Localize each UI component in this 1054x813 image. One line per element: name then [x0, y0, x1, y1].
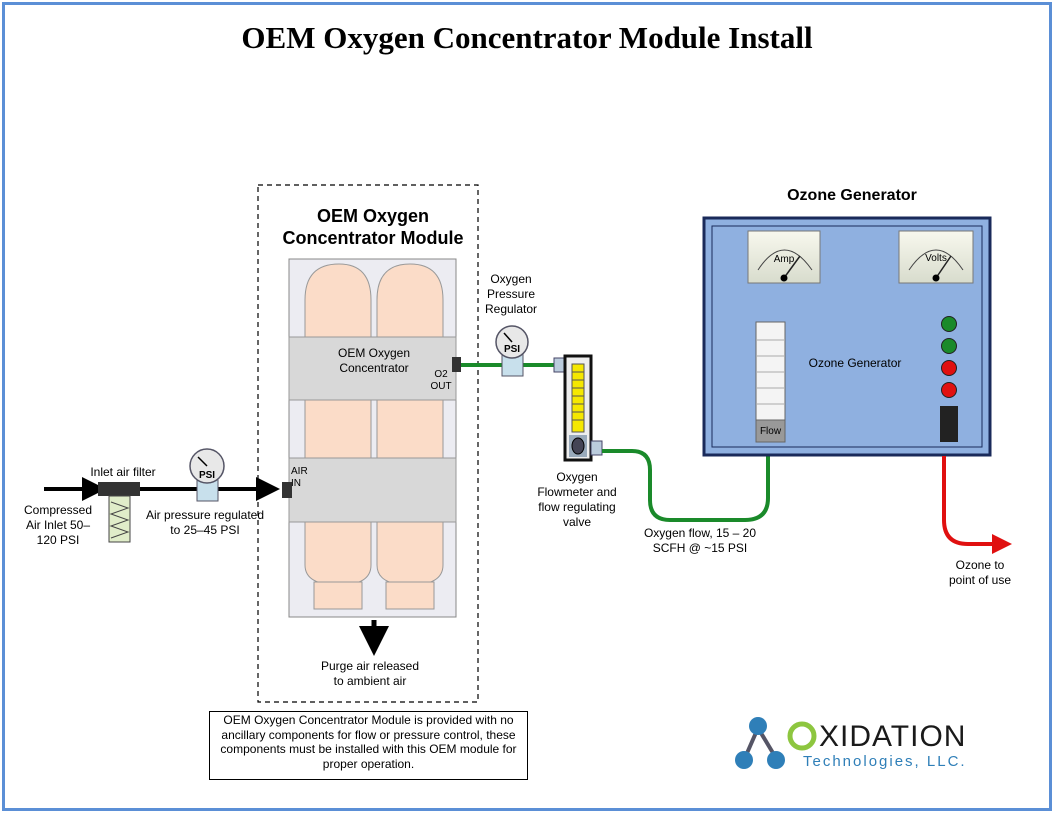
generator-power-switch	[940, 406, 958, 442]
oxygen-line-to-generator	[602, 449, 770, 522]
indicator-light-1	[941, 316, 957, 332]
air-in-port	[282, 482, 292, 498]
o2-out-label: O2 OUT	[430, 369, 452, 392]
flowmeter-label: Oxygen Flowmeter and flow regulating val…	[537, 470, 617, 529]
ozone-generator	[702, 216, 992, 457]
inlet-filter	[98, 482, 140, 543]
amp-label: Amp	[773, 254, 795, 265]
regulated-pressure-label: Air pressure regulated to 25–45 PSI	[145, 508, 265, 537]
diagram-title: OEM Oxygen Concentrator Module Install	[241, 20, 813, 55]
module-band-label: OEM Oxygen Concentrator	[337, 346, 411, 375]
volts-label: Volts	[925, 253, 947, 264]
inlet-filter-label: Inlet air filter	[90, 465, 156, 479]
ozone-output-line	[942, 456, 1012, 554]
module-dashed-boundary	[257, 184, 479, 703]
volts-meter	[898, 230, 974, 284]
regulator-gauge-text: PSI	[503, 344, 521, 355]
oxygen-regulator-gauge	[495, 325, 529, 377]
logo-wordmark: XIDATION	[819, 720, 967, 753]
module-heading: OEM Oxygen Concentrator Module	[282, 206, 464, 248]
indicator-light-2	[941, 338, 957, 354]
indicator-light-3	[941, 360, 957, 376]
indicator-lights	[941, 316, 957, 398]
flow-label: Flow	[759, 426, 782, 437]
o2-out-port	[452, 357, 461, 372]
inlet-gauge-text: PSI	[198, 470, 216, 481]
compressed-air-label: Compressed Air Inlet 50– 120 PSI	[23, 503, 93, 547]
oxygen-flow-label: Oxygen flow, 15 – 20 SCFH @ ~15 PSI	[643, 526, 757, 555]
oxygen-concentrator-module	[282, 258, 461, 618]
logo-subtitle: Technologies, LLC.	[803, 753, 967, 770]
regulator-label: Oxygen Pressure Regulator	[484, 272, 538, 316]
indicator-light-4	[941, 382, 957, 398]
installation-note: OEM Oxygen Concentrator Module is provid…	[209, 711, 528, 780]
ozone-generator-panel-label: Ozone Generator	[808, 356, 902, 370]
ozone-output-label: Ozone to point of use	[948, 558, 1012, 587]
air-in-label: AIR IN	[291, 466, 308, 489]
oxygen-flowmeter	[553, 354, 603, 462]
inlet-psi-gauge	[189, 448, 225, 502]
oxidation-logo-icon	[735, 717, 817, 769]
amp-meter	[747, 230, 821, 284]
ozone-generator-heading: Ozone Generator	[787, 187, 917, 204]
purge-label: Purge air released to ambient air	[320, 659, 420, 688]
